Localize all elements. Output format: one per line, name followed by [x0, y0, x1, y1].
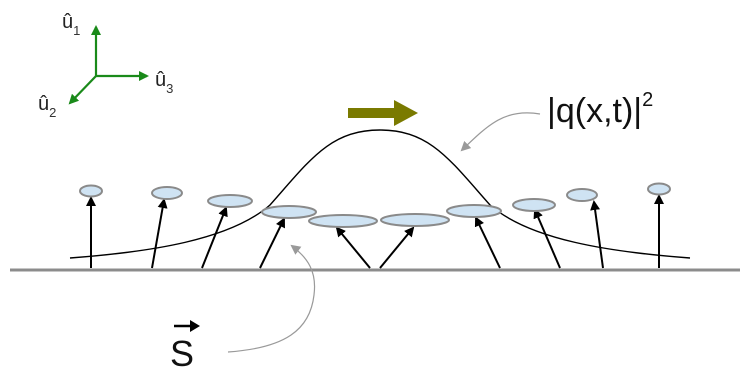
spin-vector-label: S [170, 320, 200, 374]
precession-disc [79, 184, 103, 198]
spin-arrow [590, 200, 604, 269]
u1-label: û1 [62, 11, 80, 38]
u3-label: û3 [155, 69, 173, 96]
spin-arrow [201, 206, 228, 269]
spin-label: S [170, 333, 194, 374]
precession-disc [647, 182, 671, 196]
spin-arrow [474, 216, 501, 269]
u2-label: û2 [38, 93, 56, 120]
precession-disc [446, 204, 502, 218]
wave-amplitude-label: |q(x,t)|2 [547, 89, 653, 130]
motion-direction-arrow-icon [348, 100, 418, 126]
precession-disc [151, 186, 183, 200]
precession-disc [512, 198, 556, 212]
precession-disc [261, 205, 317, 219]
precession-disc [380, 213, 450, 227]
spin-arrow [533, 208, 561, 269]
spin-arrow [259, 217, 285, 269]
coordinate-axes: û1 û3 û2 [38, 11, 173, 120]
precession-disc [308, 214, 378, 228]
vector-arrow-icon [174, 320, 200, 332]
precession-disc [566, 188, 598, 202]
spin-label-leader [227, 244, 316, 353]
spin-arrow [335, 226, 371, 269]
spin-arrows [86, 194, 664, 269]
precession-discs [79, 182, 671, 228]
spin-arrow [379, 226, 415, 269]
precession-disc [207, 194, 253, 208]
wave-label-leader [460, 112, 541, 152]
u2-axis-arrow [68, 75, 97, 105]
spin-arrow [151, 198, 168, 269]
